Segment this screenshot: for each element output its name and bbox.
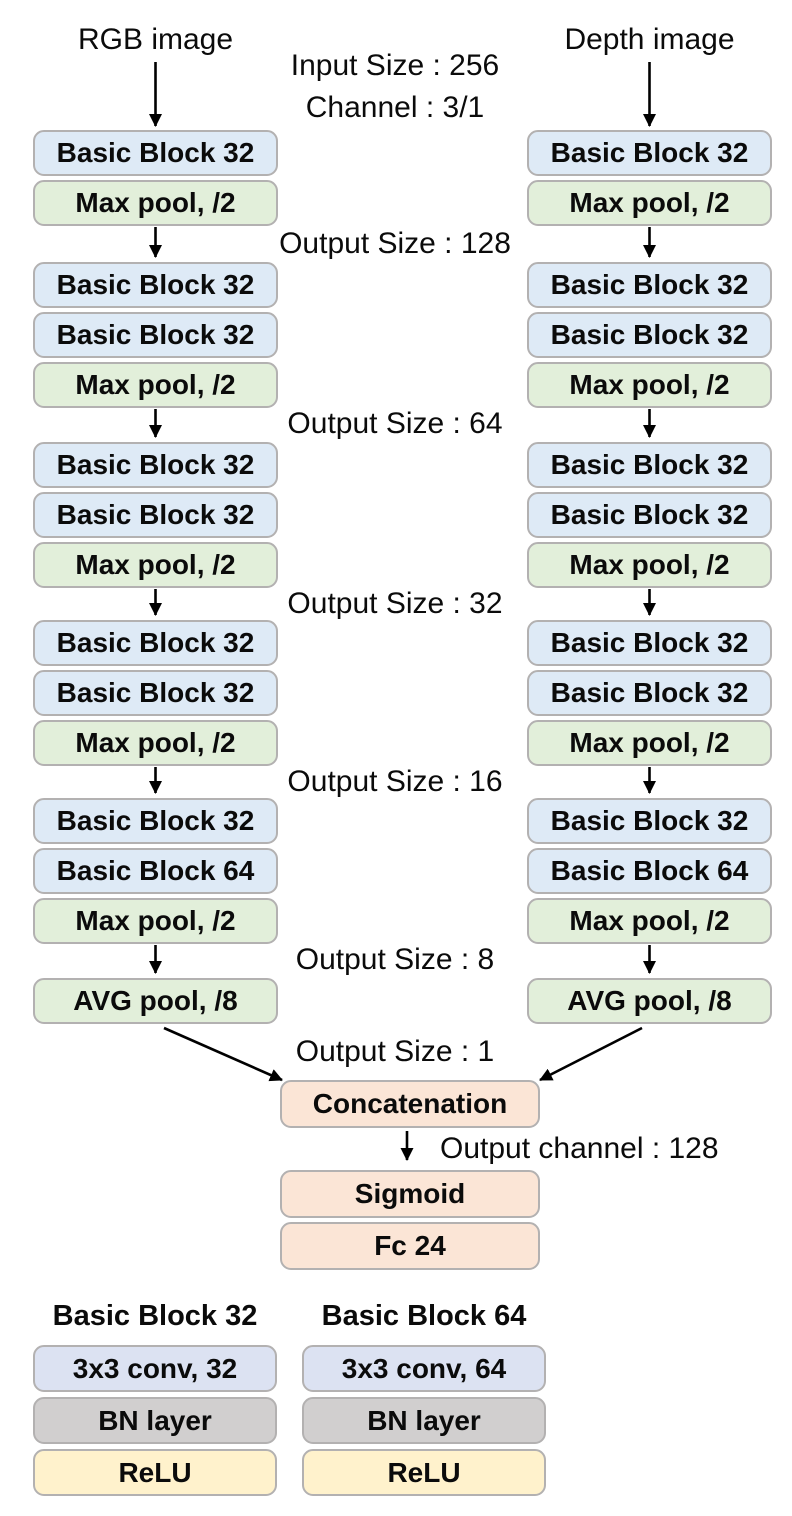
- fc-box: Fc 24: [280, 1222, 540, 1270]
- layer-box-max-pool-2: Max pool, /2: [527, 180, 772, 226]
- layer-box-max-pool-2: Max pool, /2: [33, 542, 278, 588]
- output-size-128-label: Output Size : 128: [279, 227, 511, 260]
- layer-box-max-pool-2: Max pool, /2: [527, 898, 772, 944]
- layer-box-basic-block-32: Basic Block 32: [33, 798, 278, 844]
- flow-arrow-concat-right: [539, 1026, 643, 1082]
- legend-relu-box: ReLU: [33, 1449, 277, 1496]
- layer-box-max-pool-2: Max pool, /2: [527, 542, 772, 588]
- layer-box-basic-block-32: Basic Block 32: [527, 130, 772, 176]
- layer-box-basic-block-32: Basic Block 32: [527, 442, 772, 488]
- output-size-64-label: Output Size : 64: [287, 407, 503, 440]
- legend-relu-box: ReLU: [302, 1449, 546, 1496]
- layer-box-avg-pool-8: AVG pool, /8: [527, 978, 772, 1024]
- layer-box-max-pool-2: Max pool, /2: [33, 362, 278, 408]
- layer-box-avg-pool-8: AVG pool, /8: [33, 978, 278, 1024]
- output-size-32-label: Output Size : 32: [287, 587, 503, 620]
- output-size-1-label: Output Size : 1: [295, 1035, 495, 1068]
- concatenation-box: Concatenation: [280, 1080, 540, 1128]
- legend-title-basic-block-64: Basic Block 64: [321, 1300, 527, 1332]
- layer-box-basic-block-32: Basic Block 32: [527, 798, 772, 844]
- layer-box-basic-block-32: Basic Block 32: [527, 620, 772, 666]
- output-size-8-label: Output Size : 8: [295, 943, 495, 976]
- layer-box-basic-block-64: Basic Block 64: [33, 848, 278, 894]
- output-channel-label: Output channel : 128: [440, 1132, 719, 1165]
- layer-box-basic-block-32: Basic Block 32: [33, 312, 278, 358]
- legend-bn-box: BN layer: [302, 1397, 546, 1444]
- legend-title-basic-block-32: Basic Block 32: [52, 1300, 258, 1332]
- layer-box-max-pool-2: Max pool, /2: [527, 362, 772, 408]
- layer-box-basic-block-32: Basic Block 32: [527, 312, 772, 358]
- legend-bn-box: BN layer: [33, 1397, 277, 1444]
- layer-box-max-pool-2: Max pool, /2: [33, 720, 278, 766]
- sigmoid-box: Sigmoid: [280, 1170, 540, 1218]
- layer-box-max-pool-2: Max pool, /2: [33, 898, 278, 944]
- layer-box-basic-block-32: Basic Block 32: [33, 492, 278, 538]
- layer-box-basic-block-32: Basic Block 32: [33, 620, 278, 666]
- legend-conv32-box: 3x3 conv, 32: [33, 1345, 277, 1392]
- layer-box-basic-block-32: Basic Block 32: [527, 670, 772, 716]
- depth-image-label: Depth image: [564, 23, 735, 56]
- channel-label: Channel : 3/1: [305, 91, 485, 124]
- input-size-label: Input Size : 256: [290, 49, 500, 82]
- layer-box-basic-block-32: Basic Block 32: [33, 130, 278, 176]
- layer-box-basic-block-32: Basic Block 32: [33, 262, 278, 308]
- layer-box-max-pool-2: Max pool, /2: [527, 720, 772, 766]
- layer-box-basic-block-32: Basic Block 32: [33, 442, 278, 488]
- legend-conv64-box: 3x3 conv, 64: [302, 1345, 546, 1392]
- output-size-16-label: Output Size : 16: [287, 765, 503, 798]
- rgb-image-label: RGB image: [77, 23, 234, 56]
- layer-box-basic-block-64: Basic Block 64: [527, 848, 772, 894]
- layer-box-max-pool-2: Max pool, /2: [33, 180, 278, 226]
- layer-box-basic-block-32: Basic Block 32: [527, 492, 772, 538]
- layer-box-basic-block-32: Basic Block 32: [33, 670, 278, 716]
- layer-box-basic-block-32: Basic Block 32: [527, 262, 772, 308]
